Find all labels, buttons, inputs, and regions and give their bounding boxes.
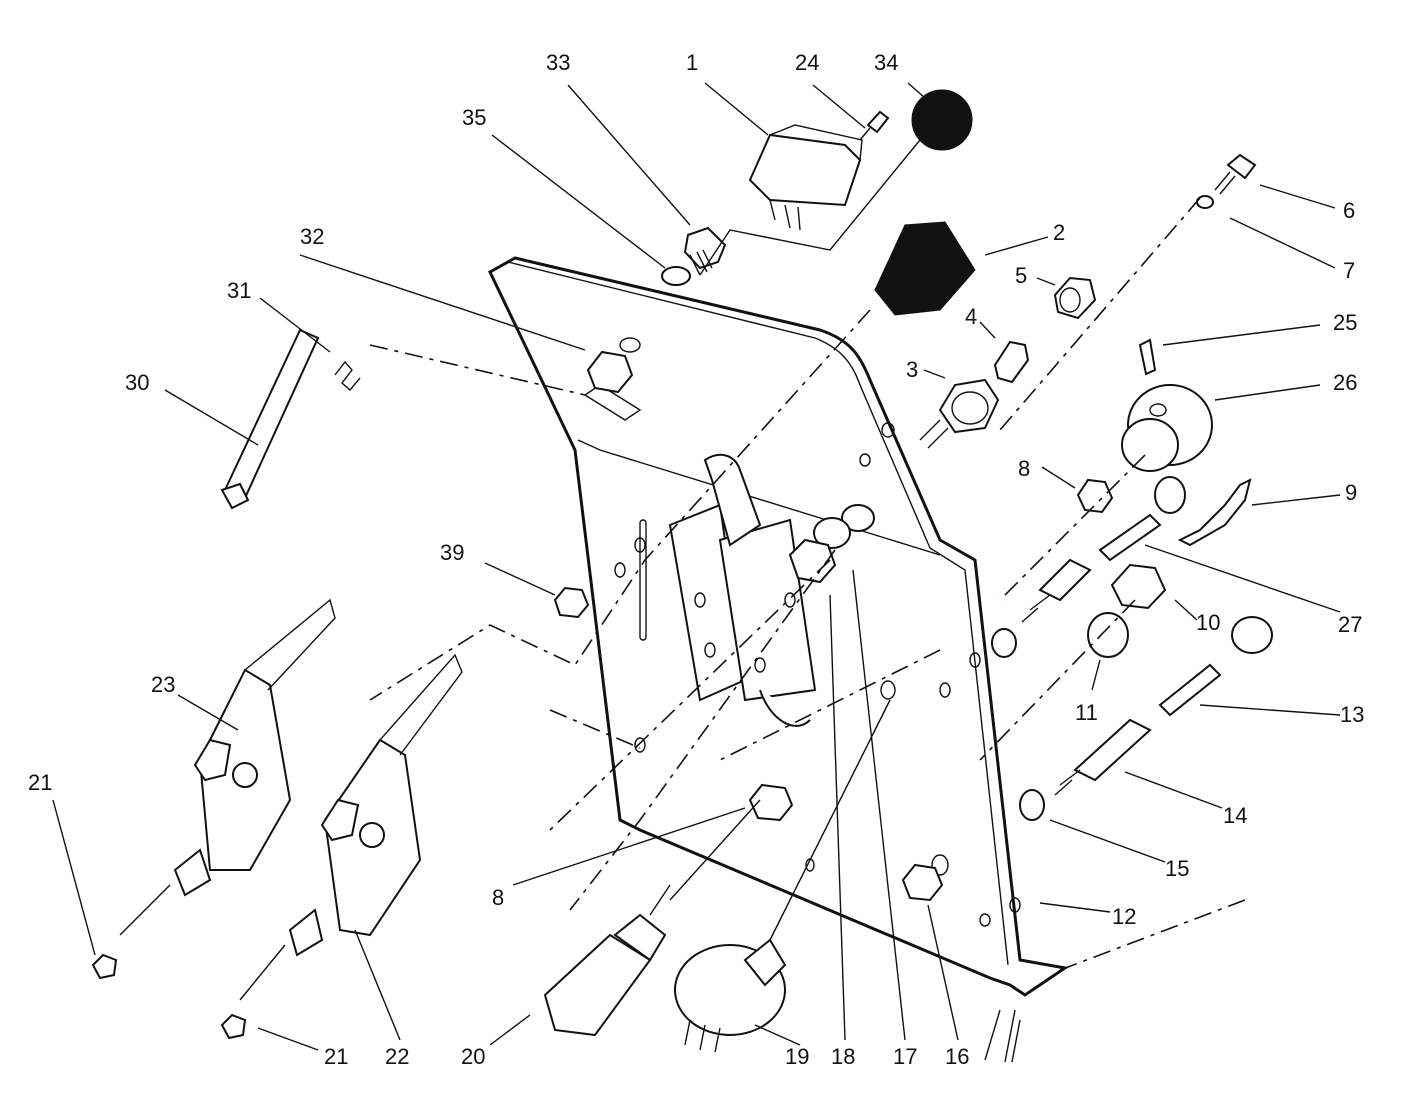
callout-12: 12 [1112,904,1136,929]
callout-5: 5 [1015,263,1027,288]
callout-4: 4 [965,304,977,329]
part-15-washer [1019,789,1045,821]
callout-9: 9 [1345,480,1357,505]
part-20-switch [543,884,671,1037]
callout-24: 24 [795,50,819,75]
callout-14: 14 [1223,803,1247,828]
part-27-fuse [1098,513,1162,562]
fuse-cap [1231,616,1273,654]
part-18-lockwasher [813,517,851,549]
part-8-nut-lower [748,783,794,822]
part-3-socket [919,378,1000,449]
part-9-key [1154,476,1252,547]
part-2-grip [874,221,976,316]
leader-lines [52,82,1341,1051]
part-21-nut-left [91,953,118,980]
callout-7: 7 [1343,258,1355,283]
part-31-spring [334,360,361,391]
part-16-nut [901,863,944,902]
callout-25: 25 [1333,310,1357,335]
part-22-lever [239,653,463,1001]
callout-33: 33 [546,50,570,75]
callout-20: 20 [461,1044,485,1069]
lever-guide-bracket [668,453,817,727]
part-35-washer [661,266,691,286]
callout-16: 16 [945,1044,969,1069]
callout-labels: 1 2 3 4 5 6 7 8 9 10 11 12 13 14 15 16 1… [28,50,1364,1069]
part-1-relay [748,124,863,231]
part-24-screw [859,110,890,141]
callout-23: 23 [151,672,175,697]
callout-8-lower: 8 [492,885,504,910]
callout-39: 39 [440,540,464,565]
callout-31: 31 [227,278,251,303]
part-26-knob [1121,384,1213,472]
fuse-holder-upper [1021,558,1092,623]
callout-6: 6 [1343,198,1355,223]
callout-27: 27 [1338,612,1362,637]
callout-11: 11 [1075,700,1098,725]
callout-15: 15 [1165,856,1189,881]
callout-19: 19 [785,1044,809,1069]
part-25-set-screw [1138,338,1157,376]
part-18-nut [788,538,837,584]
callout-34: 34 [874,50,898,75]
callout-17: 17 [893,1044,917,1069]
callout-32: 32 [300,224,324,249]
part-17-washer [841,504,875,532]
part-19-switch [674,938,787,1053]
part-15-washer-upper [991,628,1017,658]
callout-1: 1 [686,50,698,75]
part-39-nut [553,586,590,619]
part-4-bulb [993,340,1030,384]
callout-35: 35 [462,105,486,130]
part-5-cap [1053,276,1097,320]
part-14-fuse-holder [1054,718,1152,796]
callout-8-upper: 8 [1018,456,1030,481]
part-13-fuse [1158,663,1222,717]
part-11-lock-washer [1087,612,1129,658]
callout-21-left: 21 [28,770,52,795]
callout-3: 3 [906,357,918,382]
part-34-ball-knob [911,89,973,151]
part-32-fitting [586,350,634,394]
part-21-nut-right [220,1013,247,1040]
part-8-nut-upper [1076,478,1114,514]
callout-10: 10 [1196,610,1220,635]
callout-26: 26 [1333,370,1357,395]
assembly-lines [369,139,1246,971]
part-30-rod [220,328,320,510]
callout-30: 30 [125,370,149,395]
callout-2: 2 [1053,220,1065,245]
part-23-lever [119,598,336,936]
part-6-bolt [1214,153,1257,195]
part-10-nut [1110,563,1167,610]
callout-21-right: 21 [324,1044,348,1069]
callout-18: 18 [831,1044,855,1069]
control-panel-plate [488,256,1069,1063]
part-33-fitting [683,226,727,276]
callout-22: 22 [385,1044,409,1069]
callout-13: 13 [1340,702,1364,727]
